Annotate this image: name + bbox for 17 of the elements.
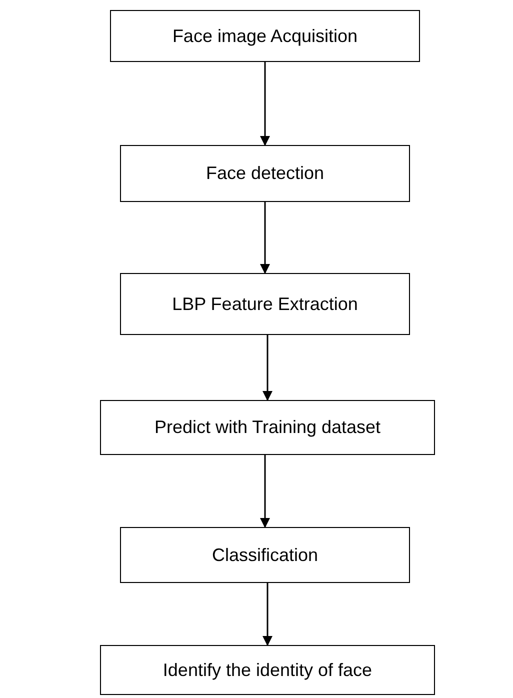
- box-label: Face detection: [206, 162, 324, 185]
- process-box: [100, 645, 435, 695]
- arrow: [262, 335, 272, 401]
- arrow: [260, 62, 270, 146]
- arrow: [260, 202, 270, 274]
- process-box: [120, 145, 410, 202]
- process-box: [110, 10, 420, 62]
- process-box: [120, 273, 410, 335]
- process-box: [100, 400, 435, 455]
- box-label: LBP Feature Extraction: [172, 292, 358, 316]
- box-label: Face image Acquisition: [172, 24, 358, 48]
- arrow: [262, 583, 272, 646]
- arrow: [260, 455, 270, 528]
- box-label: Predict with Training dataset: [154, 416, 381, 439]
- process-box: [120, 527, 410, 583]
- box-label: Identify the identity of face: [162, 658, 372, 682]
- box-label: Classification: [212, 544, 318, 566]
